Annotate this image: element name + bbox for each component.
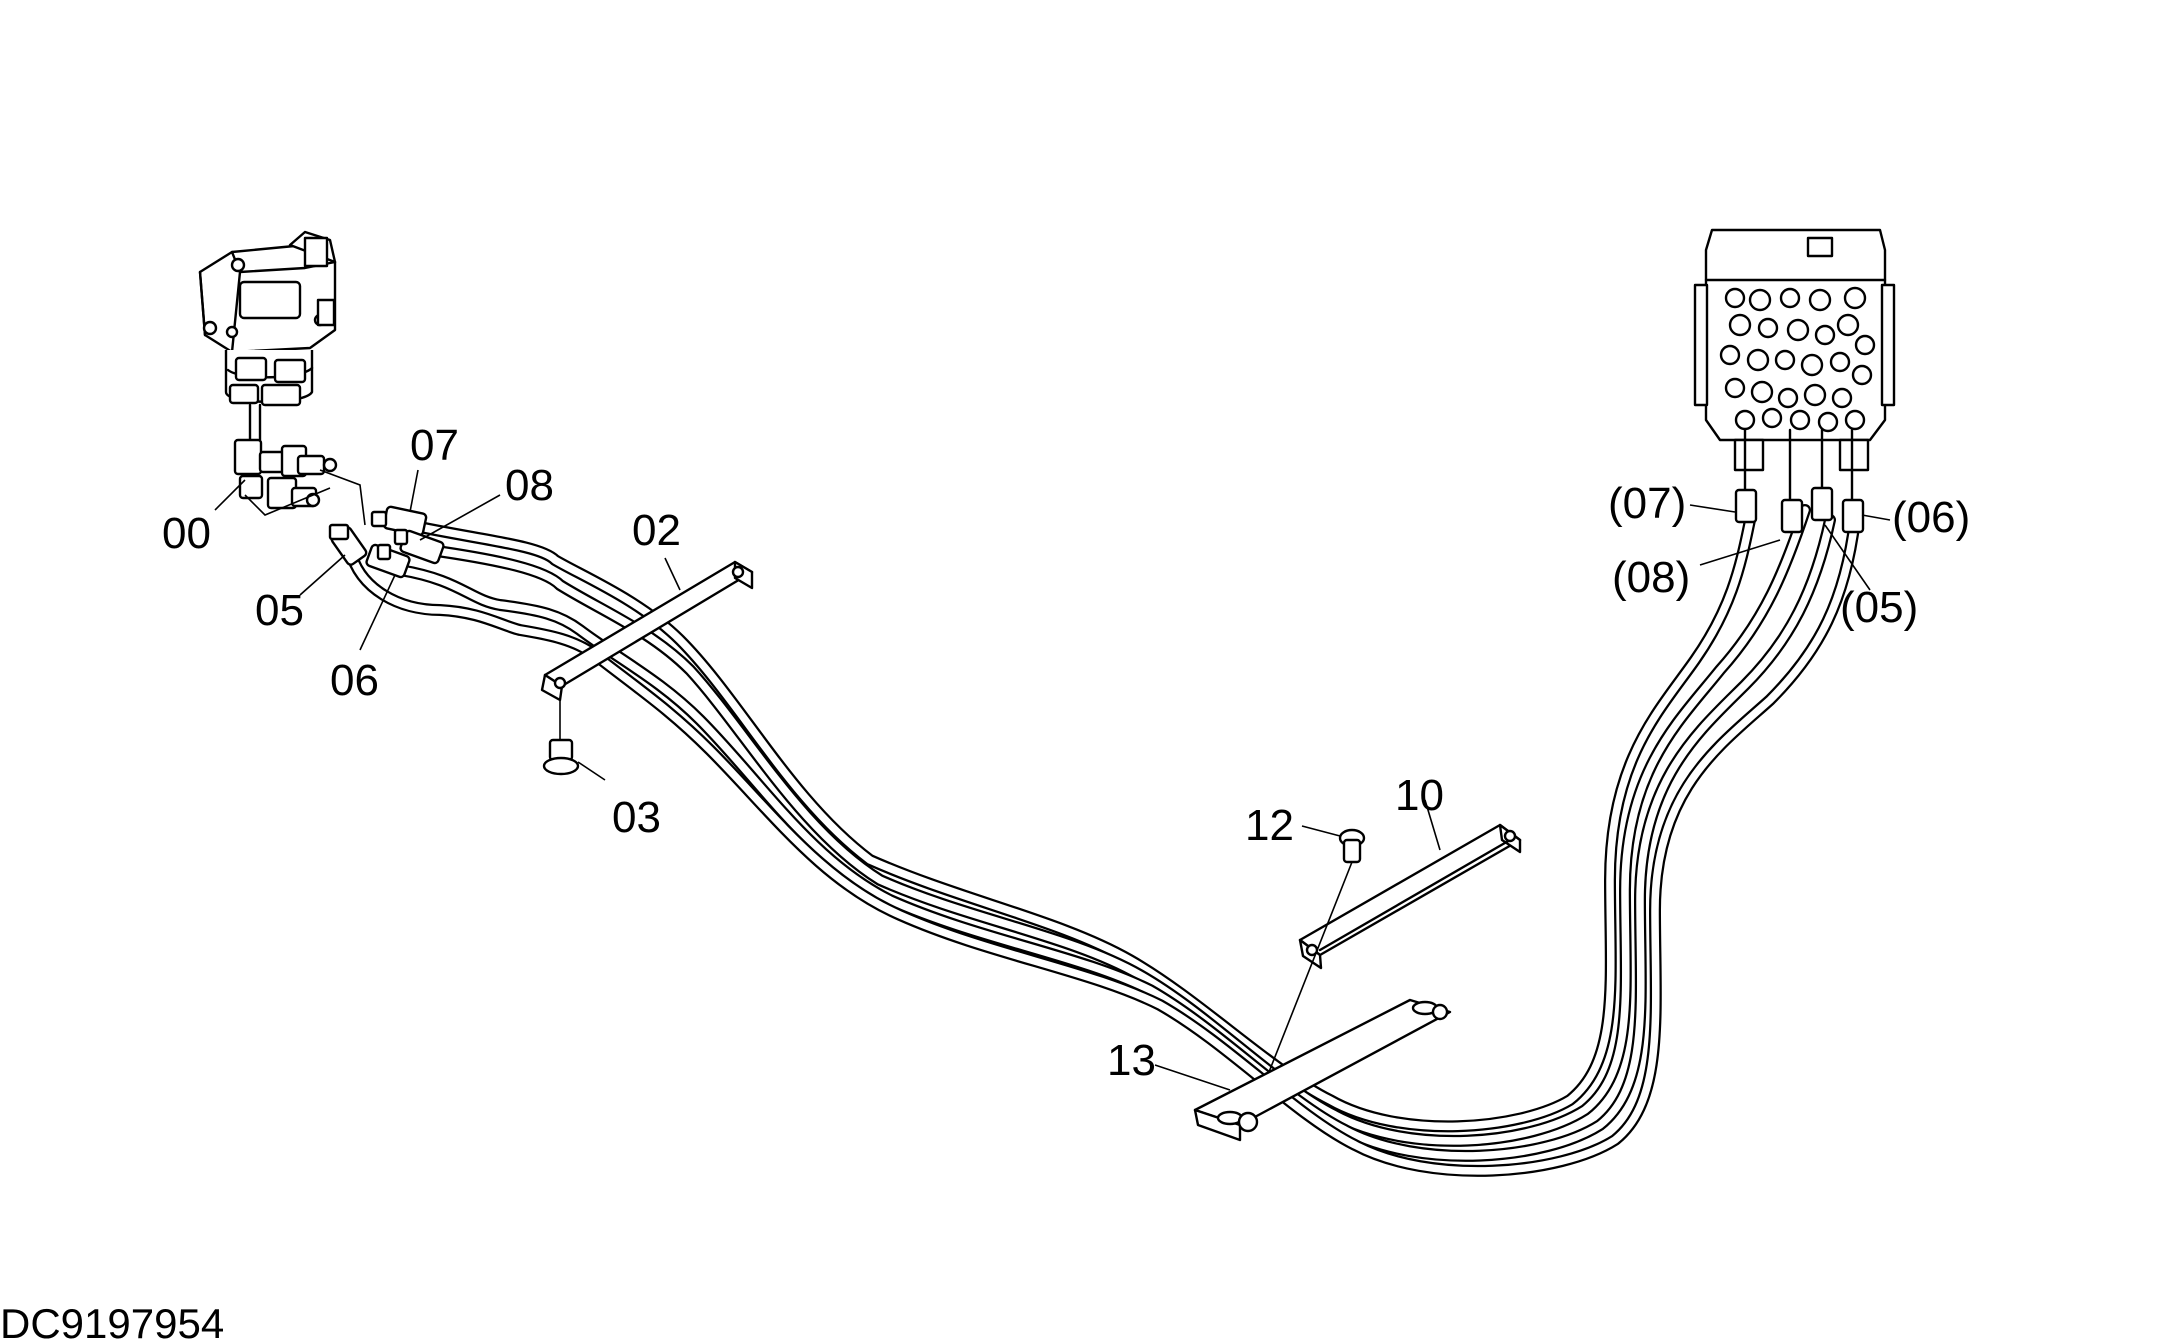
document-id: DC9197954 [0, 1300, 224, 1344]
leader-lines [214, 469, 1891, 1091]
callout-05-ref: (05) [1840, 583, 1918, 632]
callout-06-ref: (06) [1892, 493, 1970, 542]
callout-00: 00 [162, 509, 211, 558]
pilot-valve-assembly [198, 230, 337, 442]
callout-07: 07 [410, 421, 459, 470]
control-valve-block [1693, 228, 1896, 534]
callout-05: 05 [255, 586, 304, 635]
bracket-13 [1193, 998, 1452, 1142]
callout-03: 03 [612, 793, 661, 842]
hose-bundle [344, 504, 1861, 1177]
callout-labels: 00 07 08 02 05 06 03 12 10 13 (07) (08) … [162, 421, 1970, 1085]
left-hose-fittings [328, 505, 445, 579]
callout-12: 12 [1245, 801, 1294, 850]
callout-08: 08 [505, 461, 554, 510]
fitting-cluster [233, 438, 366, 526]
callout-10: 10 [1395, 771, 1444, 820]
clamp-10 [1298, 823, 1522, 970]
callout-07-ref: (07) [1608, 479, 1686, 528]
callout-06: 06 [330, 656, 379, 705]
bolt-03 [542, 700, 580, 776]
callout-13: 13 [1107, 1036, 1156, 1085]
bracket-02 [540, 560, 754, 702]
callout-02: 02 [632, 506, 681, 555]
callout-08-ref: (08) [1612, 553, 1690, 602]
